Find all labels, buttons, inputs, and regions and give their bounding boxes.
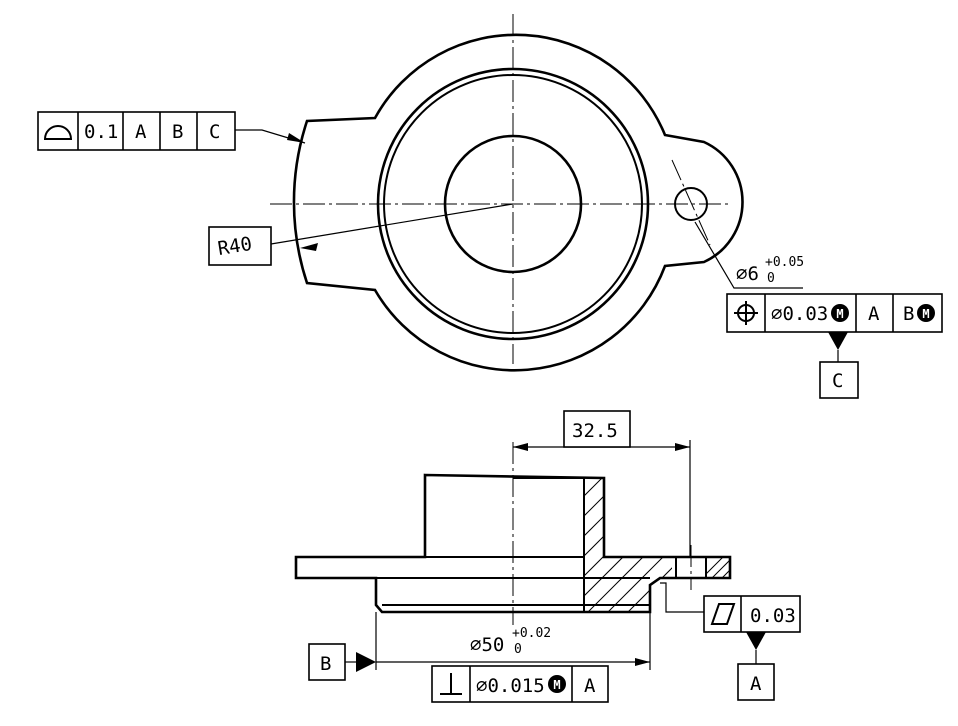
flatness-icon xyxy=(710,603,736,625)
hole-size-callout: ⌀6 +0.05 0 xyxy=(736,255,804,286)
center-hole-circle xyxy=(443,134,583,274)
fcf-profile: 0.1 A B C xyxy=(37,111,236,151)
mounting-hole-circle xyxy=(674,187,708,221)
perpendicularity-icon xyxy=(440,673,462,695)
datum-b-label: B xyxy=(320,653,331,675)
hole-diameter: ⌀6 xyxy=(736,263,759,285)
dim-32-5-box xyxy=(563,410,631,448)
dim-32-5-label: 32.5 xyxy=(572,420,618,442)
datum-b-triangle xyxy=(356,652,376,672)
fcf-position-modifier: M xyxy=(836,307,843,321)
fcf-position: ⌀0.03 M A B M xyxy=(726,293,943,333)
surface-profile-icon xyxy=(43,125,73,140)
fcf-perpendicular: ⌀0.015 M A xyxy=(431,665,609,703)
radius-label: R40 xyxy=(216,233,253,260)
hole-lower-tol: 0 xyxy=(767,271,775,286)
mmc-modifier-icon xyxy=(831,304,849,322)
fcf-profile-tolerance: 0.1 xyxy=(84,121,118,143)
fcf-profile-datum-2: B xyxy=(172,121,183,143)
outer-contour xyxy=(292,33,744,372)
fcf-perpendicular-tolerance: ⌀0.015 xyxy=(476,675,545,697)
hole-upper-tol: +0.05 xyxy=(765,255,804,270)
flatness-leader xyxy=(660,582,704,613)
fcf-profile-datum-3: C xyxy=(209,121,220,143)
dim-diameter-upper-tol: +0.02 xyxy=(512,626,551,641)
fcf-perpendicular-modifier: M xyxy=(553,678,560,692)
datum-b-box xyxy=(308,643,346,681)
top-view: R40 0.1 A B C ⌀6 +0.05 0 xyxy=(37,14,943,399)
fcf-perpendicular-datum: A xyxy=(584,675,596,697)
radius-leader xyxy=(270,203,514,245)
fcf-position-datum-2: B xyxy=(903,303,914,325)
dim-diameter-value: ⌀50 xyxy=(470,634,504,656)
dim-diameter-lower-tol: 0 xyxy=(514,642,522,657)
fcf-flatness-tolerance: 0.03 xyxy=(750,605,796,627)
datum-c-triangle xyxy=(828,332,848,350)
fcf-position-datum-1: A xyxy=(868,303,880,325)
datum-a-triangle xyxy=(746,632,766,650)
hole-leader xyxy=(694,221,803,289)
datum-a-label: A xyxy=(750,673,762,695)
radius-arrow xyxy=(300,243,318,251)
fcf-flatness: 0.03 xyxy=(703,595,801,633)
section-hatching xyxy=(584,478,672,612)
radius-label-box xyxy=(208,226,272,266)
fcf-position-datum-2-modifier: M xyxy=(922,307,929,321)
section-view: 32.5 ⌀50 +0.02 0 B ⌀0.015 M A xyxy=(294,410,801,703)
position-icon xyxy=(734,301,758,325)
datum-c-box xyxy=(819,361,859,399)
fcf-profile-datum-1: A xyxy=(135,121,147,143)
profile-arrow xyxy=(287,133,305,143)
bore-circle-inner xyxy=(383,74,643,334)
bore-circle-outer xyxy=(376,67,650,341)
datum-mmc-modifier-icon xyxy=(917,304,935,322)
hole-center-line xyxy=(671,159,711,246)
datum-c-label: C xyxy=(832,370,843,392)
fcf-position-tolerance: ⌀0.03 xyxy=(771,303,828,325)
perp-mmc-modifier-icon xyxy=(548,675,566,693)
datum-a-box xyxy=(737,663,775,701)
